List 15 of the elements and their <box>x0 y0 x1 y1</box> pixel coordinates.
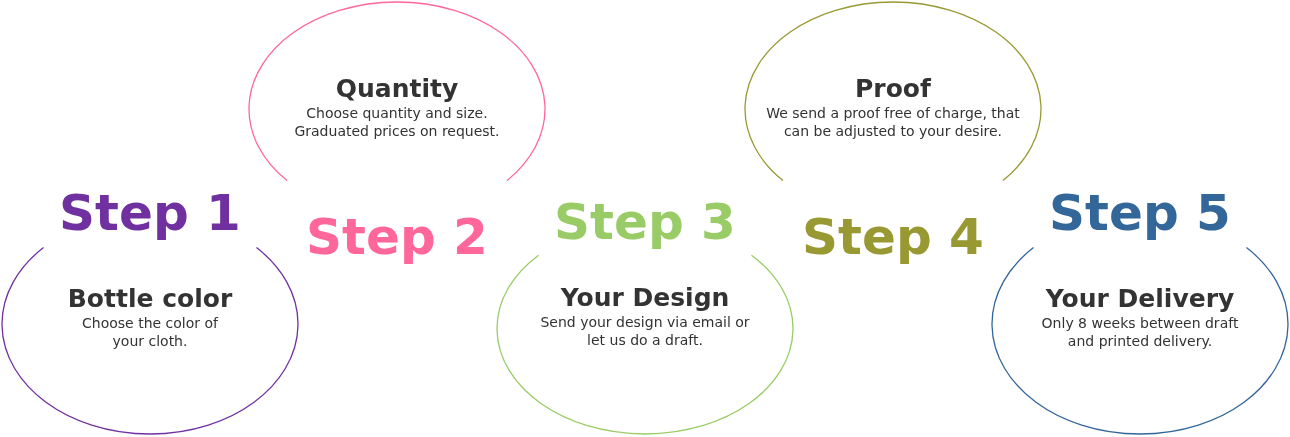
step-description: Choose the color of your cloth. <box>81 314 220 351</box>
step-heading: Step 2 <box>306 212 488 262</box>
step-title: Proof <box>855 73 931 105</box>
step-heading: Step 4 <box>802 212 984 262</box>
step-title: Quantity <box>335 73 459 105</box>
step-description: We send a proof free of charge, that can be adjusted to your desire. <box>765 104 1021 141</box>
step-description: Choose quantity and size. Graduated prices on request. <box>293 104 501 141</box>
step-description: Send your design via email or let us do a draft. <box>539 313 751 350</box>
step-title: Bottle color <box>67 283 233 315</box>
step-heading: Step 1 <box>59 188 241 238</box>
step-description: Only 8 weeks between draft and printed delivery. <box>1040 314 1240 351</box>
step-title: Your Design <box>560 282 730 314</box>
step-title: Your Delivery <box>1045 283 1235 315</box>
step-heading: Step 3 <box>554 197 736 247</box>
step-heading: Step 5 <box>1049 188 1231 238</box>
